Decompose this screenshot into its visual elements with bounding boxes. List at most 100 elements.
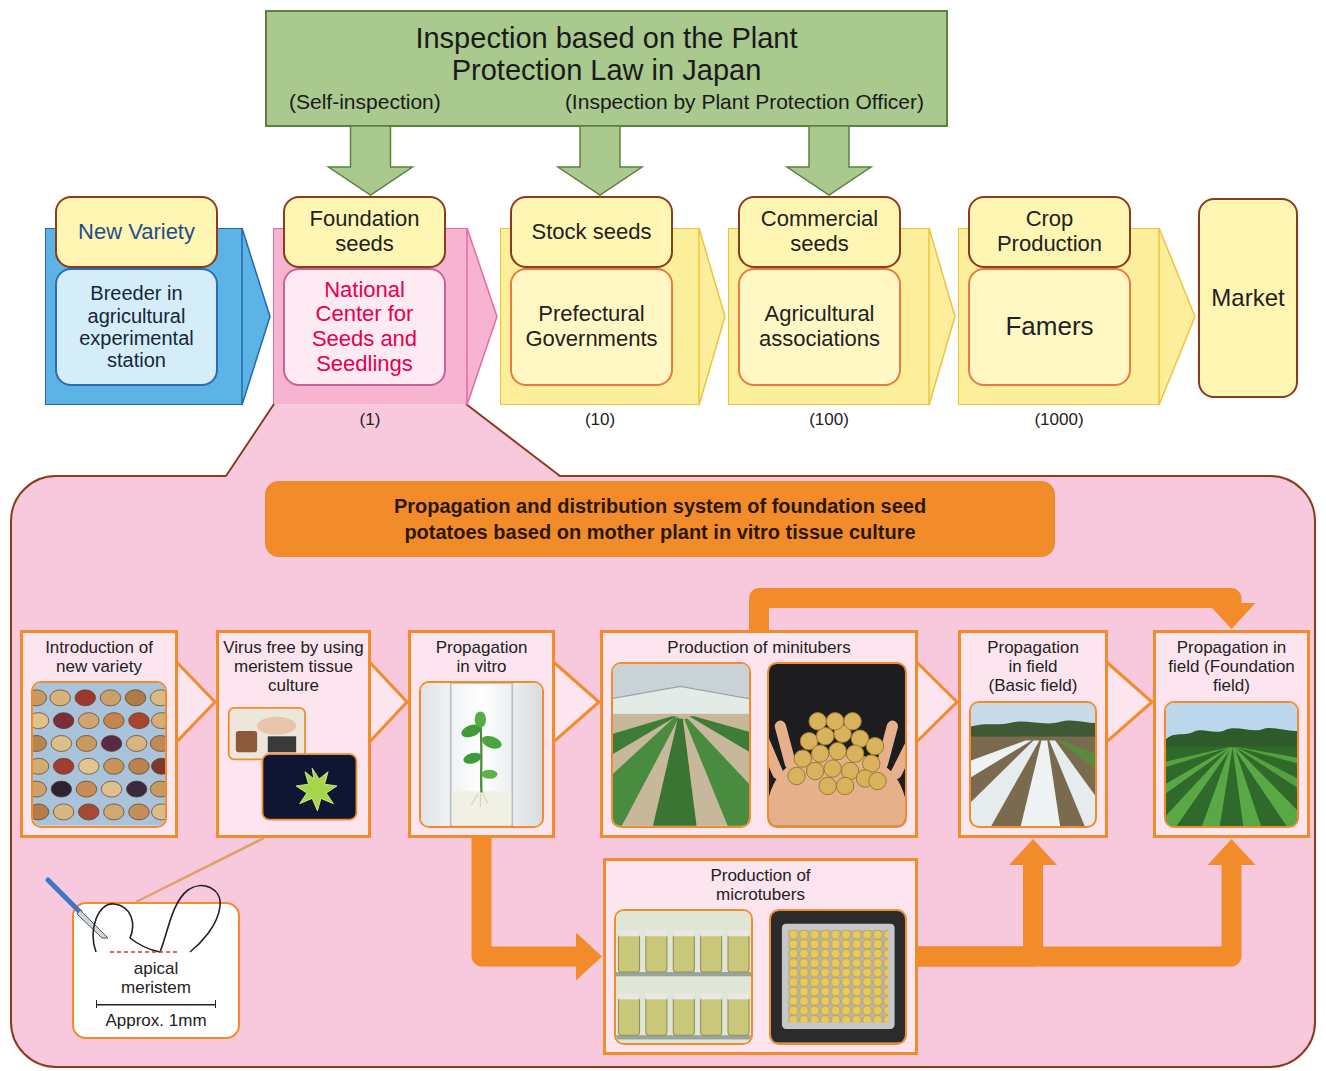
art-path [1235, 747, 1299, 789]
art-ellipse [78, 804, 99, 820]
stage-header: Foundation seeds [304, 207, 426, 256]
art-circle [807, 763, 824, 780]
art-rect [673, 994, 694, 1000]
art-path [1237, 747, 1299, 764]
photo-row [27, 681, 171, 828]
art-rect [673, 998, 694, 1036]
art-ellipse [53, 713, 74, 729]
art-ellipse [78, 759, 99, 775]
art-ellipse [126, 782, 147, 798]
art-rect [646, 935, 667, 973]
count-slot: (1) [330, 410, 410, 430]
art-g [31, 690, 167, 820]
art-path [653, 719, 697, 826]
process-step: Production of microtubers [603, 858, 918, 1055]
organisation-name: Prefectural Governments [517, 302, 667, 351]
process-step: Introduction of new variety [20, 630, 178, 838]
art-ellipse [257, 716, 296, 734]
stage-header: Crop Production [989, 207, 1111, 256]
art-path [1057, 740, 1097, 772]
art-circle [809, 713, 826, 730]
art-path [969, 720, 1097, 738]
art-rect [701, 994, 722, 1000]
art-path [1202, 747, 1233, 826]
meristem-sketch [40, 872, 240, 958]
organisation-name: Agricultural associations [745, 302, 895, 351]
art-ellipse [150, 690, 167, 706]
step-title: Production of microtubers [691, 866, 831, 904]
header-box: Stock seeds [510, 196, 673, 268]
inspection-subtitle: (Self-inspection) [289, 90, 441, 114]
art-ellipse [78, 713, 99, 729]
photo-row [415, 681, 548, 828]
art-path [160, 886, 220, 952]
art-path [1049, 740, 1097, 826]
art-ellipse [53, 759, 74, 775]
art-ellipse [150, 736, 167, 752]
meristem-photos [227, 701, 360, 828]
flow-arrow [918, 864, 1033, 957]
art-rect [611, 664, 751, 826]
band-arrow-tip [467, 228, 497, 405]
art-rect [614, 911, 753, 1043]
step-title: Propagation in field (Basic field) [983, 638, 1083, 696]
connector-group [136, 126, 1232, 957]
art-rect [31, 683, 167, 826]
art-ellipse [480, 734, 503, 752]
step-title: Propagation in vitro [432, 638, 532, 676]
flow-arrow [482, 838, 578, 957]
art-ellipse [475, 712, 486, 728]
market-box: Market [1198, 198, 1298, 398]
art-rect [1164, 746, 1299, 826]
art-rect [614, 972, 753, 976]
stage-header: Commercial seeds [759, 207, 881, 256]
art-circle [811, 745, 828, 762]
art-path [1164, 747, 1232, 826]
art-ellipse [126, 736, 147, 752]
header-box: Crop Production [968, 196, 1131, 268]
art-rect [619, 994, 640, 1000]
band-arrow-tip [929, 228, 955, 405]
art-rect [236, 731, 257, 752]
step-title: Production of minitubers [667, 638, 850, 657]
count-label: (100) [789, 410, 869, 430]
art-circle [788, 768, 805, 785]
art-circle [846, 745, 863, 762]
flow-arrow [759, 598, 1232, 630]
art-circle [819, 777, 836, 794]
art-path [611, 664, 751, 701]
art-rect [646, 994, 667, 1000]
process-step: Propagation in field (Foundation field) [1153, 630, 1310, 838]
art-rect [788, 930, 888, 1023]
art-circle [829, 743, 846, 760]
count-label: (1) [330, 410, 410, 430]
art-rect [229, 708, 305, 759]
art-rect [969, 703, 1097, 826]
inspection-arrow [329, 126, 413, 195]
basic-field-photo [969, 701, 1097, 828]
count-label: (1000) [1019, 410, 1099, 430]
art-ellipse [151, 713, 167, 729]
art-rect [1164, 703, 1299, 826]
art-rect [767, 664, 907, 826]
art-path [48, 880, 80, 912]
art-circle [824, 760, 841, 777]
art-ellipse [129, 804, 150, 820]
callout-leader [136, 838, 264, 902]
art-rect [728, 930, 749, 936]
step-title: Virus free by using meristem tissue cult… [223, 638, 364, 696]
art-path [689, 716, 751, 761]
art-circle [866, 738, 883, 755]
art-rect [419, 683, 544, 826]
stage-band: Crop ProductionFamers [958, 196, 1160, 405]
art-rect [262, 754, 356, 820]
count-slot: (100) [789, 410, 869, 430]
inspection-subtitle: (Inspection by Plant Protection Officer) [565, 90, 924, 114]
inspection-arrow [787, 126, 871, 195]
magnified-callout: apical meristemApprox. 1mm [72, 902, 240, 1039]
art-path [471, 794, 488, 808]
region-title: Propagation and distribution system of f… [300, 493, 1020, 545]
inspection-box: Inspection based on the Plant Protection… [265, 10, 948, 127]
photo-row [965, 701, 1101, 828]
